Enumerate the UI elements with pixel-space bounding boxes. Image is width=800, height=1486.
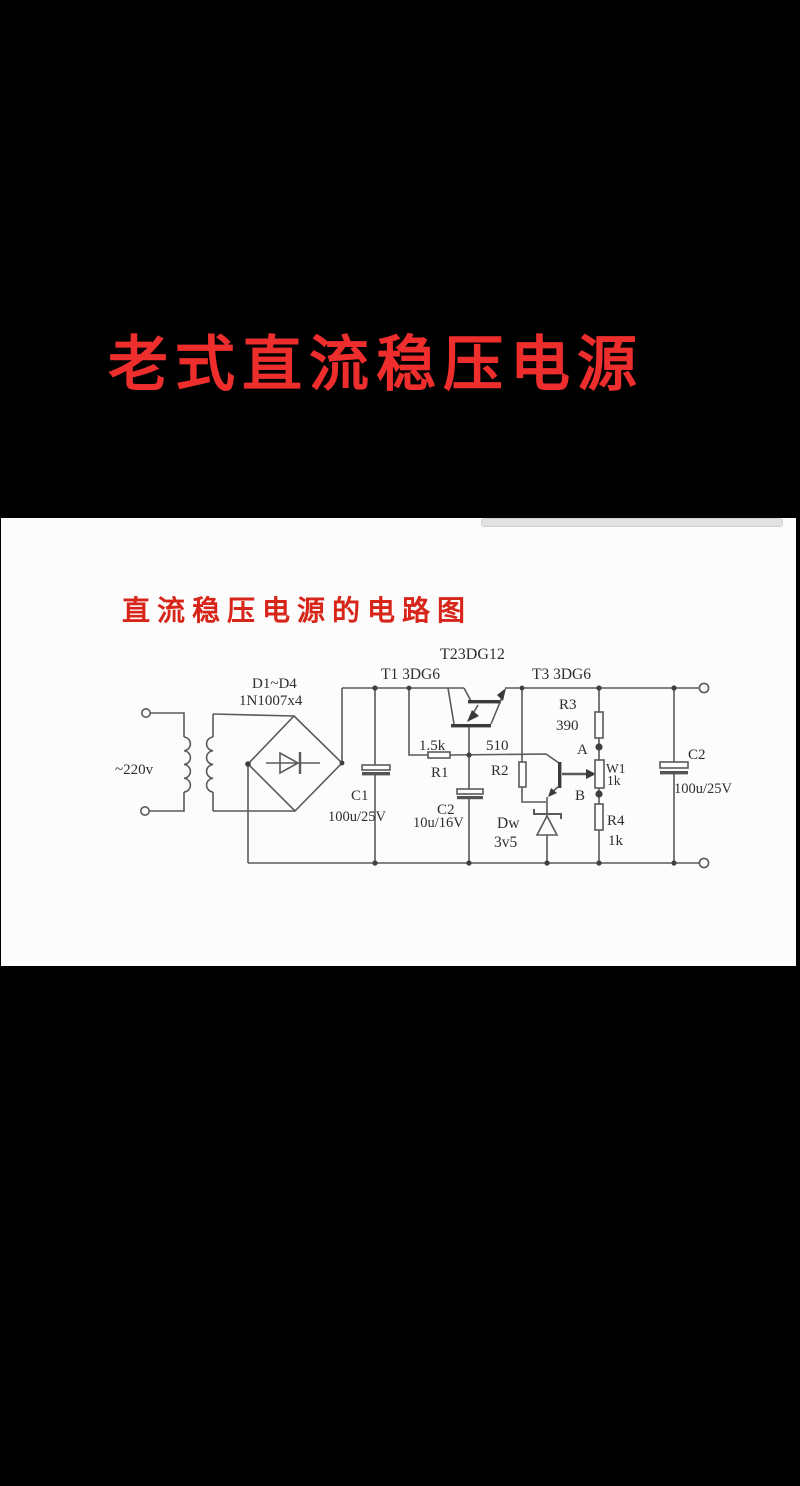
c2b-plate-bottom	[660, 771, 688, 775]
r4-body	[594, 803, 604, 831]
bridge-diode-triangle	[279, 751, 300, 775]
circuit-schematic: T23DG12 T1 3DG6 T3 3DG6 D1~D4 1N1007x4 ~…	[115, 646, 733, 869]
dw-cathode-bar	[533, 809, 562, 819]
label-r4-value: 1k	[608, 833, 624, 849]
circuit-wires	[140, 682, 710, 869]
t1-emitter	[490, 694, 504, 725]
label-bridge-part: 1N1007x4	[239, 693, 303, 709]
output-terminal-top	[698, 682, 710, 694]
label-node-a: A	[577, 742, 588, 758]
label-t1: T1 3DG6	[381, 666, 440, 683]
t1-emitter-arrow	[497, 688, 506, 701]
r2-body	[518, 761, 527, 788]
input-terminal-top	[141, 707, 152, 718]
label-dw-value: 3v5	[494, 834, 518, 851]
wire	[149, 792, 185, 812]
input-terminal-bottom	[140, 805, 151, 816]
label-c2a-name: C2	[437, 802, 455, 818]
circuit-labels: T23DG12 T1 3DG6 T3 3DG6 D1~D4 1N1007x4 ~…	[115, 646, 733, 851]
r3-body	[594, 711, 604, 739]
c1-plate-bottom	[362, 772, 390, 776]
c2a-plate-top	[456, 788, 484, 795]
label-c2b-name: C2	[688, 747, 706, 763]
label-r2-name: R2	[491, 763, 509, 779]
schematic-panel: 直流稳压电源的电路图	[1, 518, 796, 966]
t3-base-bar	[558, 762, 562, 788]
w1-wiper-arrow	[586, 769, 596, 779]
w1-body	[594, 759, 605, 789]
c1-plate-top	[361, 764, 391, 771]
transformer-primary-coil	[183, 736, 192, 793]
output-terminal-bottom	[698, 857, 710, 869]
label-w1-name: W1	[606, 761, 626, 776]
label-t3: T3 3DG6	[532, 666, 591, 683]
t3-emitter-arrow	[548, 788, 557, 797]
wire-r1	[408, 688, 428, 756]
label-t2: T23DG12	[440, 646, 505, 663]
transformer-secondary-coil	[205, 736, 214, 793]
label-c1-name: C1	[351, 788, 369, 804]
label-c2b-value: 100u/25V	[674, 781, 733, 797]
wire	[212, 713, 295, 717]
node-b-dot	[595, 790, 603, 798]
t1-collector	[447, 687, 455, 725]
wire-base-node	[449, 753, 560, 764]
node-a-dot	[595, 743, 603, 751]
label-input-voltage: ~220v	[115, 762, 154, 778]
label-r3-name: R3	[559, 697, 577, 713]
label-r3-value: 390	[556, 718, 579, 734]
label-r2-value: 510	[486, 738, 509, 754]
label-c1-value: 100u/25V	[328, 809, 387, 825]
label-r4-name: R4	[607, 813, 625, 829]
label-node-b: B	[575, 788, 585, 804]
dw-triangle	[535, 814, 559, 836]
c2a-plate-bottom	[457, 796, 483, 800]
label-c2a-value: 10u/16V	[413, 815, 464, 831]
t2-base-bar	[468, 700, 501, 704]
wire	[521, 787, 546, 803]
panel-title: 直流稳压电源的电路图	[122, 595, 473, 626]
main-title: 老式直流稳压电源	[108, 331, 644, 398]
t2-collector	[463, 687, 472, 702]
label-r1-value: 1.5k	[419, 738, 446, 754]
label-w1-value: 1k	[607, 773, 621, 788]
scrollbar-track	[481, 518, 783, 527]
label-bridge-name: D1~D4	[252, 676, 297, 692]
t2-emitter-arrow	[467, 710, 479, 722]
t1-base-bar	[451, 724, 491, 728]
c2b-plate-top	[659, 761, 689, 769]
label-r1-name: R1	[431, 765, 449, 781]
label-dw-name: Dw	[497, 815, 520, 832]
wire	[150, 712, 185, 737]
bridge-rectifier-diamond	[246, 714, 344, 813]
junction-dots	[245, 685, 677, 866]
